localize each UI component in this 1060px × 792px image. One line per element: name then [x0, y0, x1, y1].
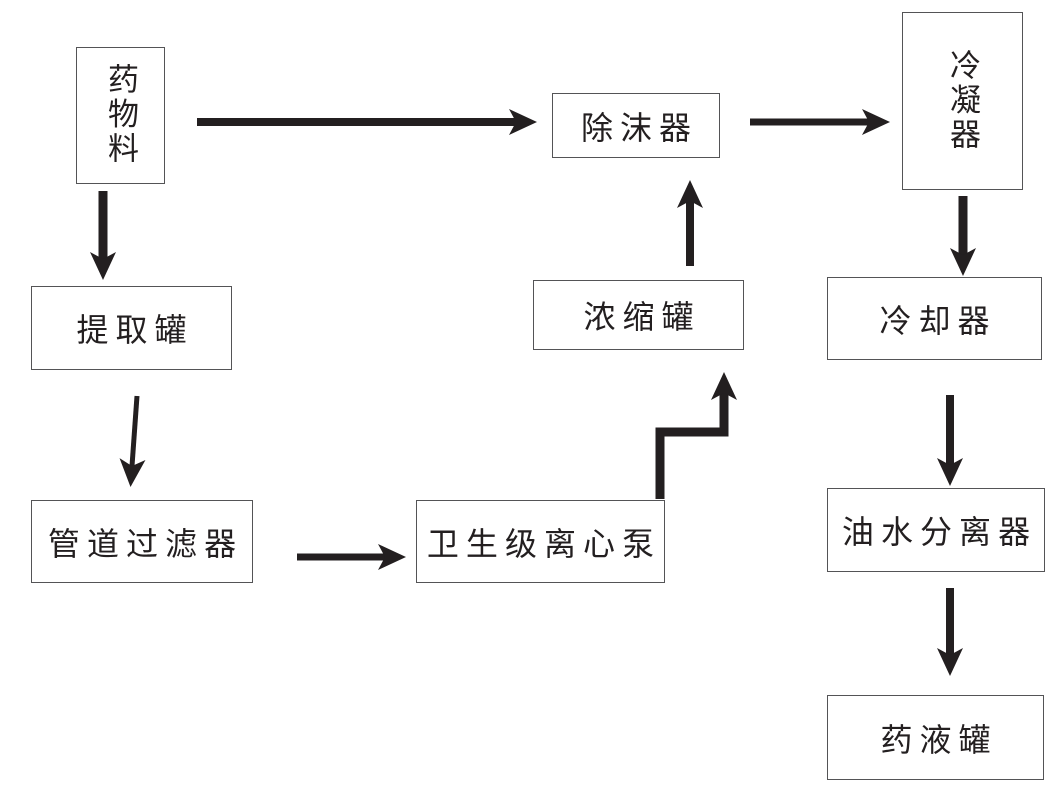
- node-drug-liquid-tank: 药液罐: [827, 695, 1044, 780]
- node-condenser-label: 冷凝器: [944, 48, 980, 154]
- node-condenser: 冷凝器: [902, 12, 1023, 190]
- node-drug-material-label: 药物料: [102, 63, 138, 168]
- node-oil-water-separator: 油水分离器: [827, 488, 1045, 572]
- node-pipeline-filter-label: 管道过滤器: [47, 524, 244, 563]
- node-cooler-label: 冷却器: [879, 301, 997, 340]
- node-concentration-tank-label: 浓缩罐: [583, 298, 701, 336]
- node-oil-water-separator-label: 油水分离器: [841, 513, 1038, 551]
- node-demister: 除沫器: [552, 93, 720, 158]
- node-extraction-tank: 提取罐: [31, 286, 232, 370]
- node-demister-label: 除沫器: [580, 108, 699, 147]
- arrow-pump-to-concentration-tank: [655, 372, 737, 499]
- node-pipeline-filter: 管道过滤器: [31, 500, 253, 583]
- arrow-extraction-tank-to-pipeline-filter: [119, 395, 146, 487]
- node-cooler: 冷却器: [827, 277, 1042, 360]
- node-extraction-tank-label: 提取罐: [76, 311, 194, 349]
- node-sanitary-centrifugal-pump: 卫生级离心泵: [416, 500, 665, 583]
- node-drug-material: 药物料: [76, 47, 165, 184]
- node-concentration-tank: 浓缩罐: [533, 280, 744, 350]
- node-sanitary-centrifugal-pump-label: 卫生级离心泵: [426, 524, 662, 563]
- node-drug-liquid-tank-label: 药液罐: [880, 720, 998, 759]
